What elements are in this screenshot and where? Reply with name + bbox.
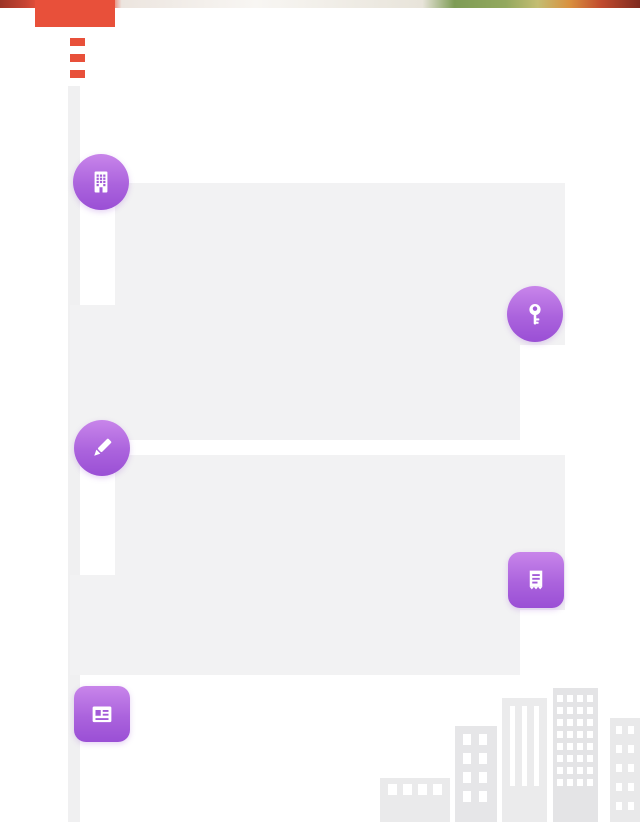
key-icon (529, 303, 541, 325)
content-placeholder-block (70, 305, 520, 440)
id-card-icon (92, 706, 112, 723)
timeline-dash (70, 70, 85, 78)
building-icon (94, 171, 108, 193)
header-photo-strip (0, 0, 640, 8)
milestone-badge-id-card[interactable] (74, 686, 130, 742)
timeline-dash (70, 38, 85, 46)
receipt-icon (529, 570, 543, 590)
content-placeholder-block (70, 575, 520, 675)
timeline-dash (70, 54, 85, 62)
pencil-icon (94, 438, 112, 456)
milestone-badge-key[interactable] (507, 286, 563, 342)
milestone-badge-receipt[interactable] (508, 552, 564, 608)
milestone-badge-building[interactable] (73, 154, 129, 210)
milestone-badge-pencil[interactable] (74, 420, 130, 476)
header-red-block (35, 0, 115, 27)
city-skyline-illustration (380, 688, 640, 822)
